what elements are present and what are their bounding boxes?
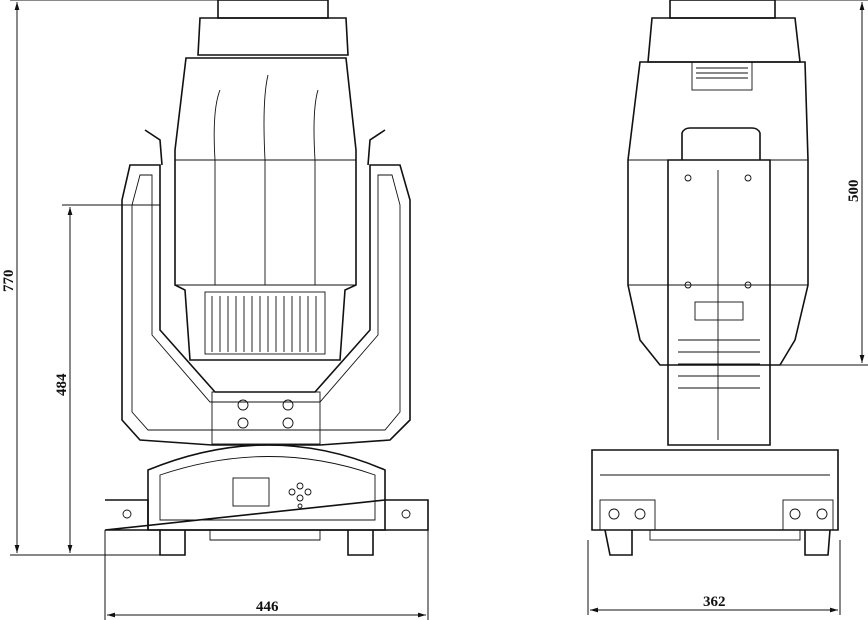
base [104,444,429,556]
yoke [121,129,411,446]
dimension-484 [62,204,160,553]
dimension-500 [775,0,868,366]
side-base [591,449,839,556]
label-500: 500 [846,180,862,203]
front-view [104,0,429,556]
side-view [591,0,839,556]
dimension-446 [104,530,429,620]
label-484: 484 [54,373,70,396]
dimension-770 [10,0,220,556]
side-yoke-column [667,159,771,446]
head-body [174,57,357,361]
head-cap [197,0,349,56]
label-362: 362 [703,594,726,610]
display-screen [232,477,270,507]
label-770: 770 [1,270,17,293]
label-446: 446 [256,599,279,615]
dimension-362 [587,540,841,615]
vent-grille [211,296,317,352]
